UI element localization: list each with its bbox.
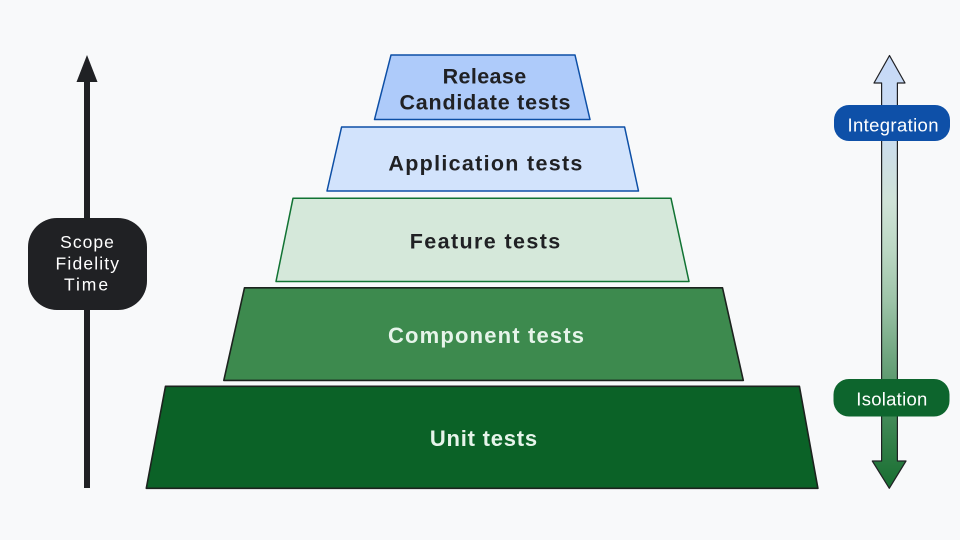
svg-text:Isolation: Isolation bbox=[856, 389, 927, 410]
svg-text:Unit tests: Unit tests bbox=[430, 426, 537, 451]
svg-text:Component tests: Component tests bbox=[388, 323, 584, 348]
svg-text:Scope: Scope bbox=[60, 232, 114, 252]
svg-text:Time: Time bbox=[64, 274, 108, 294]
svg-text:Feature tests: Feature tests bbox=[410, 230, 561, 254]
svg-text:Release: Release bbox=[443, 65, 527, 89]
svg-text:Candidate tests: Candidate tests bbox=[400, 90, 571, 114]
svg-text:Fidelity: Fidelity bbox=[56, 254, 120, 274]
svg-text:Application tests: Application tests bbox=[388, 151, 582, 175]
svg-text:Integration: Integration bbox=[848, 114, 939, 135]
